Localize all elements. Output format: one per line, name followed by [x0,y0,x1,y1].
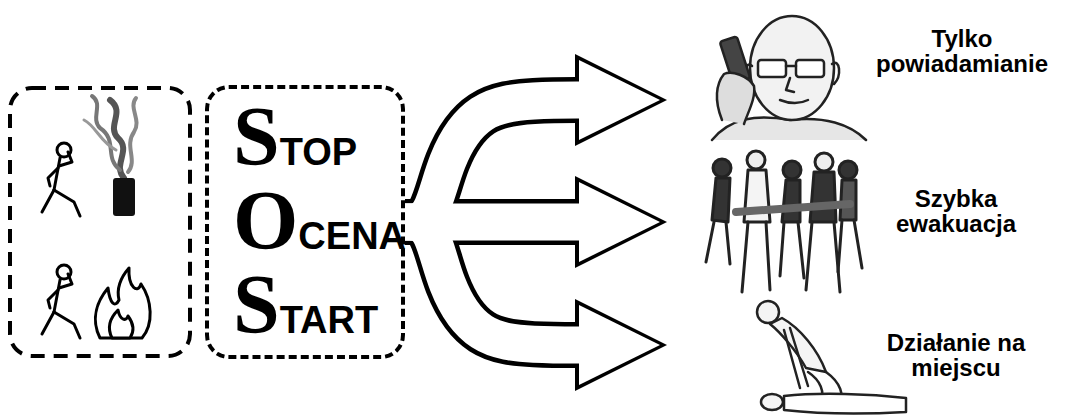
procedure-box: STOPOCENASTART [205,85,405,359]
arrow-head-fill [579,182,660,262]
arrow-shaft-fill [405,100,585,222]
hazard-frame [10,88,190,356]
connector-outline-layer [405,54,667,391]
arrow-head-outline [575,176,667,268]
barrel-icon [113,178,135,216]
arrow-head-fill [579,305,660,385]
outcome-box: Działanie na miejscu [685,286,1065,414]
evacuation-illustration [706,151,862,292]
outcome-label: Szybka ewakuacja [881,186,1031,236]
phone-call-illustration [712,16,866,140]
outcome-box: Tylko powiadamianie [685,4,1065,140]
outcome-label: Działanie na miejscu [881,330,1031,380]
coughing-person-icon [42,143,80,216]
step-word: START [233,263,401,347]
arrow-shaft-fill [405,222,585,345]
branch-arrow [405,54,667,222]
step-word: STOP [233,95,401,179]
step-word: OCENA [233,179,401,263]
arrow-head-outline [575,54,667,146]
arrow-shaft-outline [405,199,585,245]
connector-fill-layer [405,60,660,385]
arrow-head-outline [575,299,667,391]
arrow-shaft-fill [405,204,585,241]
arrow-head-fill [579,60,660,140]
outcome-box: Szybka ewakuacja [685,146,1065,280]
arrow-shaft-outline [405,222,585,345]
arrow-shaft-outline [405,100,585,222]
cpr-illustration [757,301,906,413]
outcome-label: Tylko powiadamianie [867,26,1057,76]
branch-arrow [405,176,667,268]
fire-icon [95,268,150,338]
branch-arrow [405,222,667,391]
fleeing-person-icon [42,265,80,338]
smoke-plume [84,96,137,178]
